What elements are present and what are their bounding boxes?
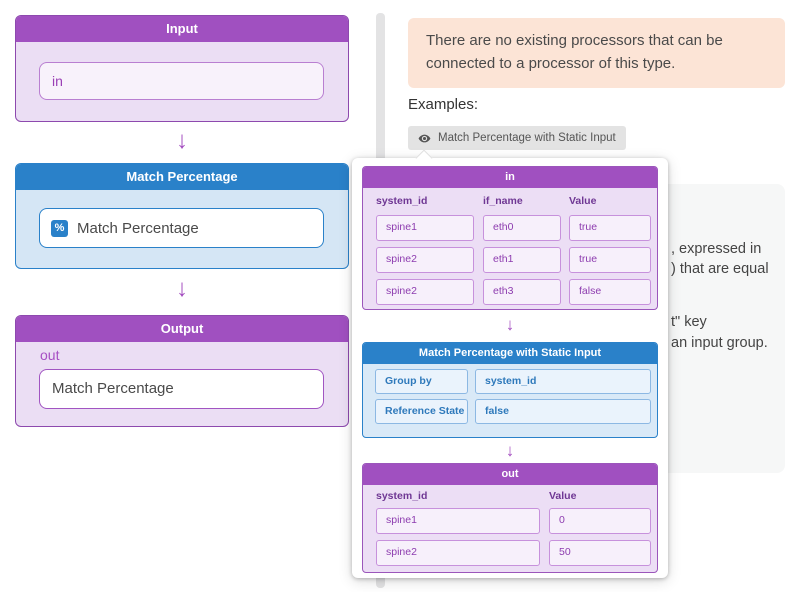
popup-pointer [415, 149, 433, 167]
property-key-cell: Reference State [375, 399, 468, 424]
processor-item[interactable]: % Match Percentage [39, 208, 324, 248]
doc-text-fragment: an input group. [671, 335, 768, 351]
popup-processor-header: Match Percentage with Static Input [363, 343, 657, 364]
column-header: system_id [376, 490, 428, 502]
out-table-header: out [363, 464, 657, 485]
examples-label: Examples: [408, 96, 479, 113]
match-percentage-processor-box: Match Percentage % Match Percentage [15, 163, 349, 269]
percentage-icon: % [51, 219, 68, 237]
table-cell: spine2 [376, 540, 540, 566]
property-value-cell: system_id [475, 369, 651, 394]
popup-flow-arrow-icon: ↓ [505, 315, 515, 334]
example-preview-popup: in system_id if_name Value spine1 eth0 t… [352, 149, 668, 578]
eye-icon [418, 134, 431, 142]
processor-box-header: Match Percentage [16, 164, 348, 190]
table-cell: spine2 [376, 247, 474, 273]
output-port-field[interactable]: Match Percentage [39, 369, 324, 409]
table-cell: spine2 [376, 279, 474, 305]
doc-text-fragment: , expressed in [671, 241, 762, 257]
table-cell: eth1 [483, 247, 561, 273]
column-header: Value [569, 195, 597, 207]
table-cell: 50 [549, 540, 651, 566]
input-box-header: Input [16, 16, 348, 42]
popup-out-table: out system_id Value spine1 0 spine2 50 [362, 463, 658, 573]
example-button-label: Match Percentage with Static Input [438, 132, 616, 144]
column-header: if_name [483, 195, 523, 207]
output-port-label: out [40, 347, 60, 363]
no-processors-notice: There are no existing processors that ca… [408, 18, 785, 88]
table-cell: true [569, 247, 651, 273]
column-header: system_id [376, 195, 428, 207]
in-table-header: in [363, 167, 657, 188]
table-cell: eth0 [483, 215, 561, 241]
doc-text-fragment: t" key [671, 314, 707, 330]
processor-item-label: Match Percentage [77, 219, 199, 237]
property-key-cell: Group by [375, 369, 468, 394]
input-port-field[interactable]: in [39, 62, 324, 100]
example-match-percentage-button[interactable]: Match Percentage with Static Input [408, 126, 626, 150]
table-cell: eth3 [483, 279, 561, 305]
doc-text-fragment: ) that are equal [671, 261, 769, 277]
flow-arrow-icon: ↓ [176, 127, 188, 154]
table-cell: false [569, 279, 651, 305]
table-cell: true [569, 215, 651, 241]
output-box-header: Output [16, 316, 348, 342]
column-header: Value [549, 490, 577, 502]
popup-processor-box: Match Percentage with Static Input Group… [362, 342, 658, 438]
table-cell: 0 [549, 508, 651, 534]
input-processor-box: Input in [15, 15, 349, 122]
popup-flow-arrow-icon: ↓ [505, 441, 515, 460]
output-processor-box: Output out Match Percentage [15, 315, 349, 427]
table-cell: spine1 [376, 508, 540, 534]
property-value-cell: false [475, 399, 651, 424]
popup-in-table: in system_id if_name Value spine1 eth0 t… [362, 166, 658, 310]
flow-arrow-icon: ↓ [176, 275, 188, 302]
table-cell: spine1 [376, 215, 474, 241]
